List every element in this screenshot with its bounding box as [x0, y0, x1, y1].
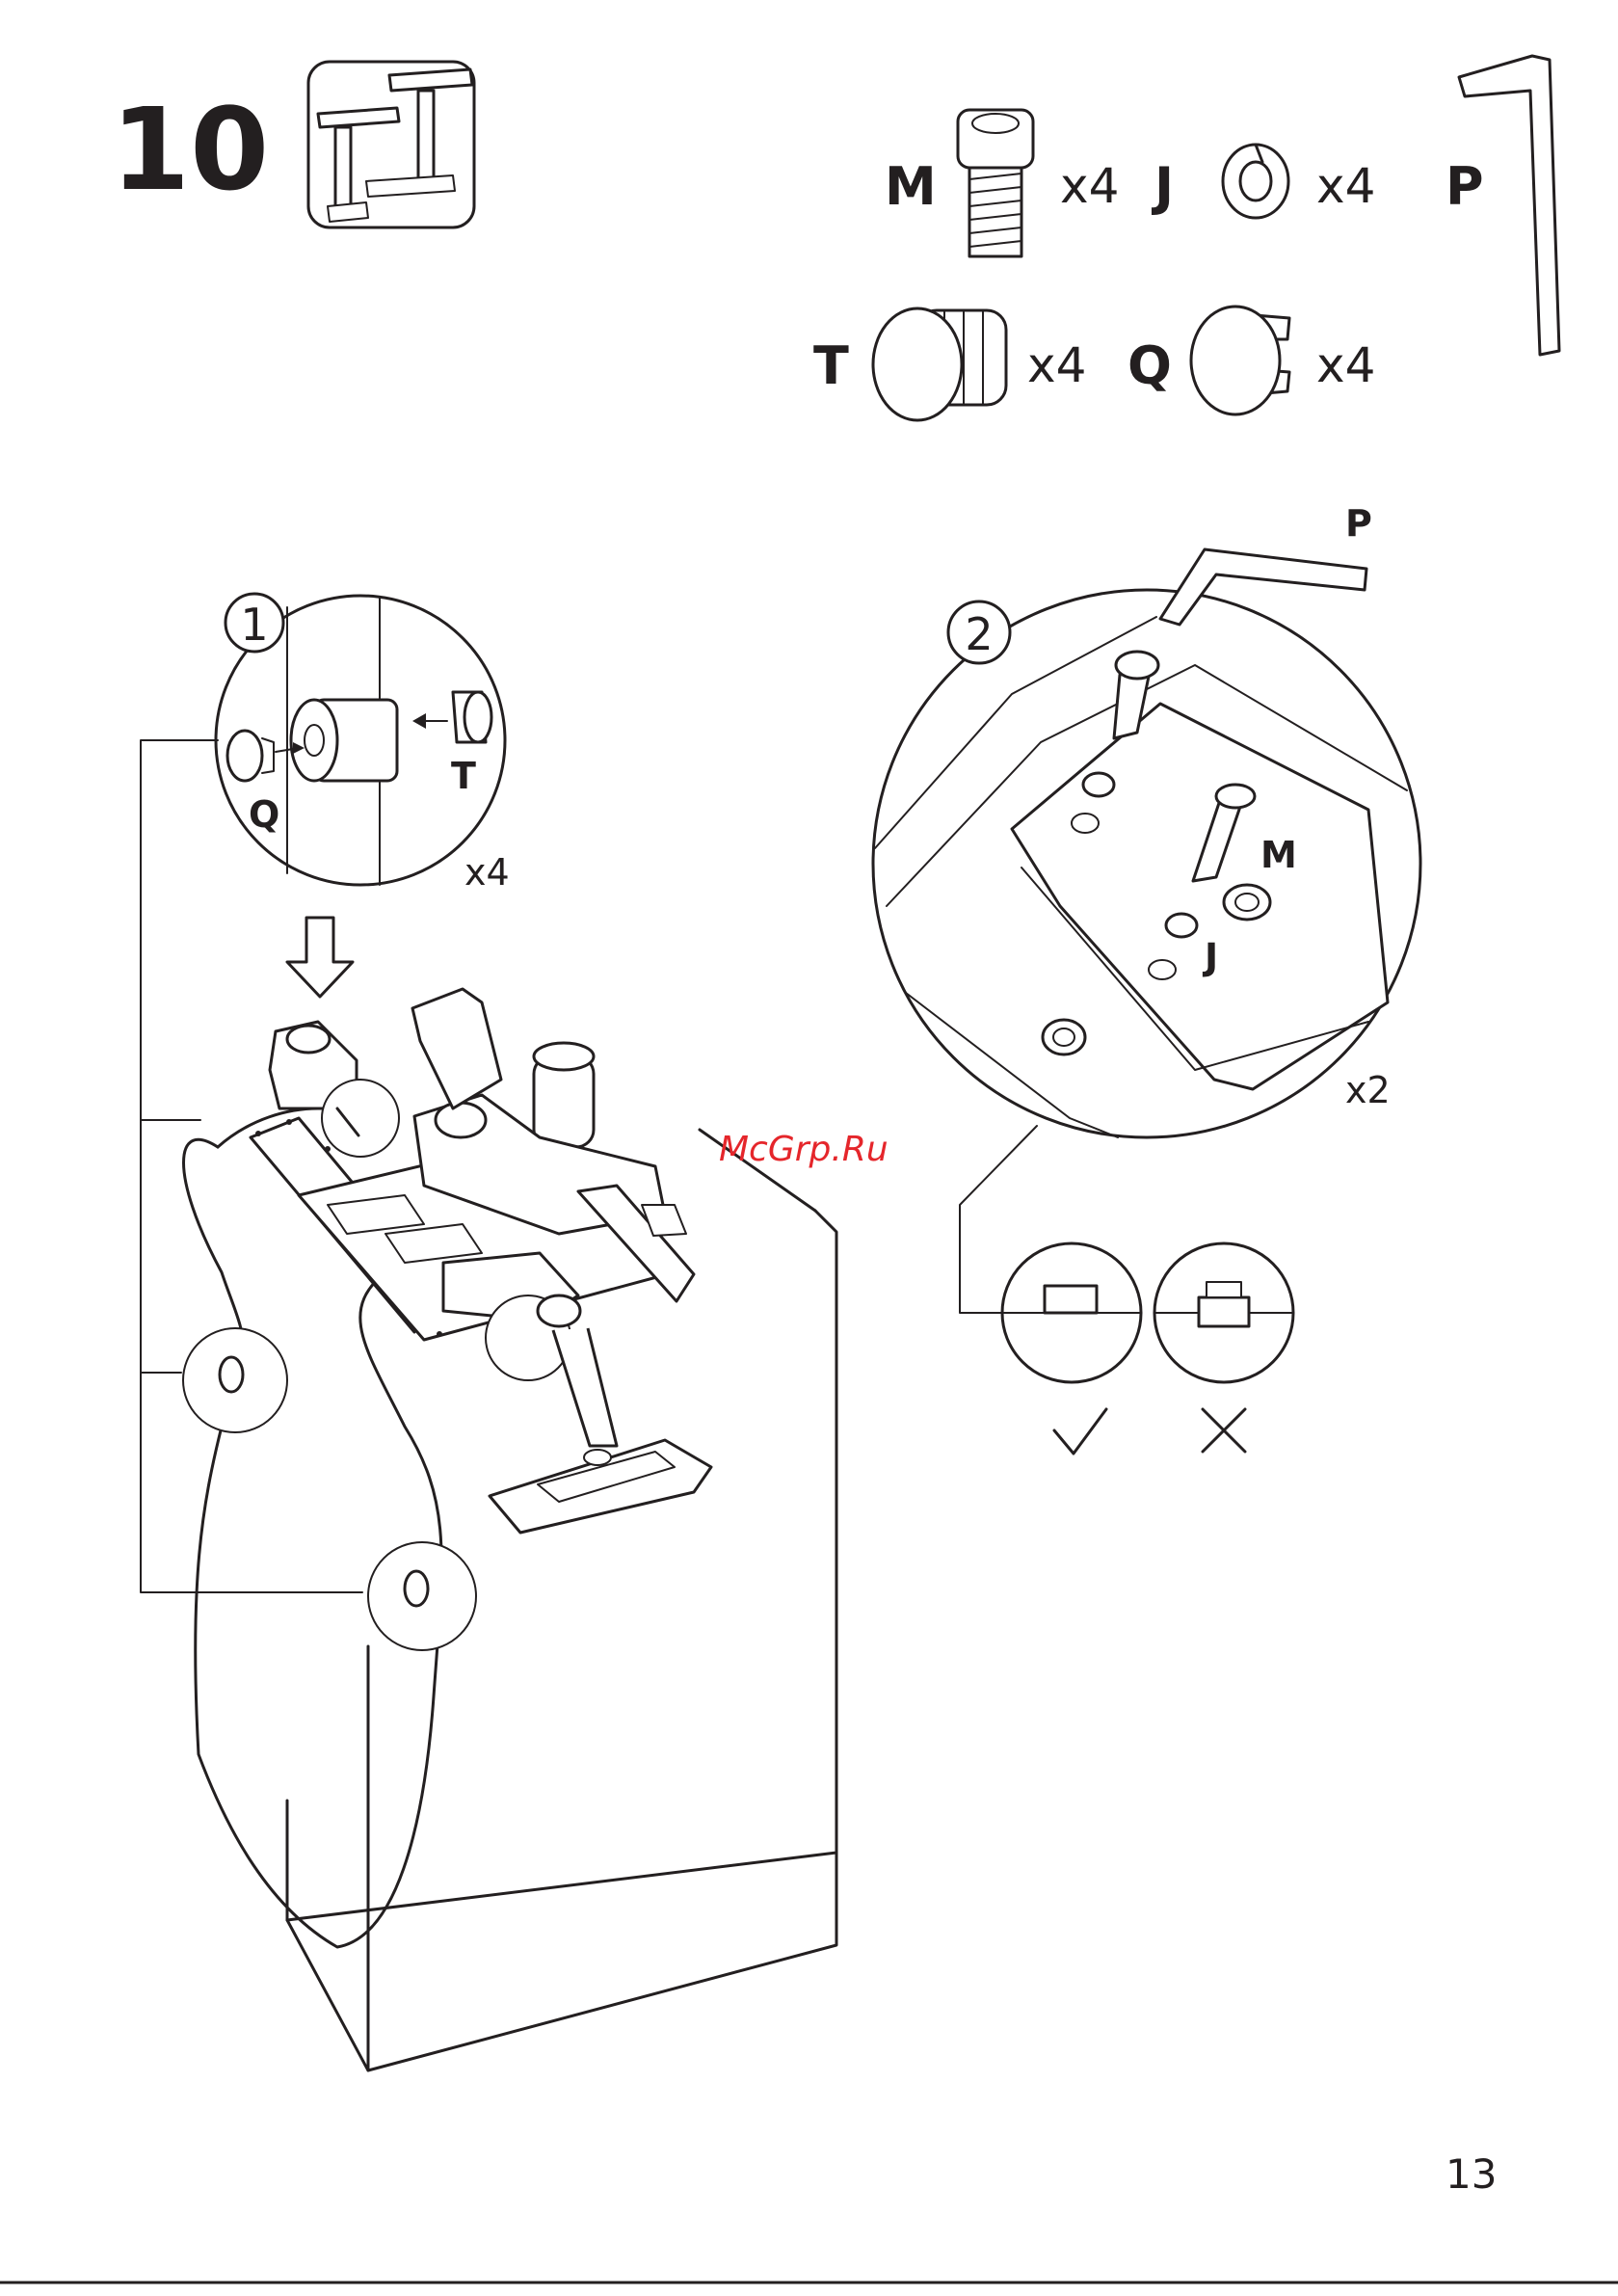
cross-mark-icon [1203, 1409, 1245, 1452]
spring-washer-icon [1223, 145, 1288, 218]
detail-1-label-t: T [451, 755, 476, 797]
part-q-qty: x4 [1316, 337, 1375, 393]
plug-cap-icon [873, 308, 1006, 420]
hex-bolt-icon [958, 110, 1033, 256]
check-mark-icon [1054, 1409, 1106, 1454]
part-j-qty: x4 [1316, 158, 1375, 214]
step-number: 10 [111, 83, 269, 216]
watermark: McGrp.Ru [719, 1130, 889, 1169]
detail-1-qty: x4 [464, 851, 510, 894]
detail-2-label-p: P [1345, 502, 1372, 545]
detail-2-qty: x2 [1345, 1069, 1391, 1111]
part-m-qty: x4 [1060, 158, 1119, 214]
part-p-letter: P [1446, 156, 1484, 217]
down-arrow-icon [287, 918, 353, 997]
part-t-qty: x4 [1027, 337, 1086, 393]
wrong-example [1154, 1243, 1293, 1382]
detail-1-label-q: Q [249, 793, 279, 836]
part-q-letter: Q [1127, 335, 1172, 396]
detail-2-label-j: J [1202, 936, 1218, 978]
part-j-letter: J [1151, 156, 1174, 217]
part-t-letter: T [813, 335, 849, 396]
clip-cap-icon [1191, 307, 1289, 414]
correct-example [1002, 1243, 1141, 1382]
page-number: 13 [1446, 2150, 1497, 2198]
detail-2-label-m: M [1260, 834, 1297, 876]
detail-2-callout [873, 590, 1420, 1313]
detail-1-number: 1 [240, 599, 268, 651]
detail-2-number: 2 [965, 608, 993, 660]
part-m-letter: M [885, 156, 937, 217]
armrest-step-icon [308, 62, 474, 227]
